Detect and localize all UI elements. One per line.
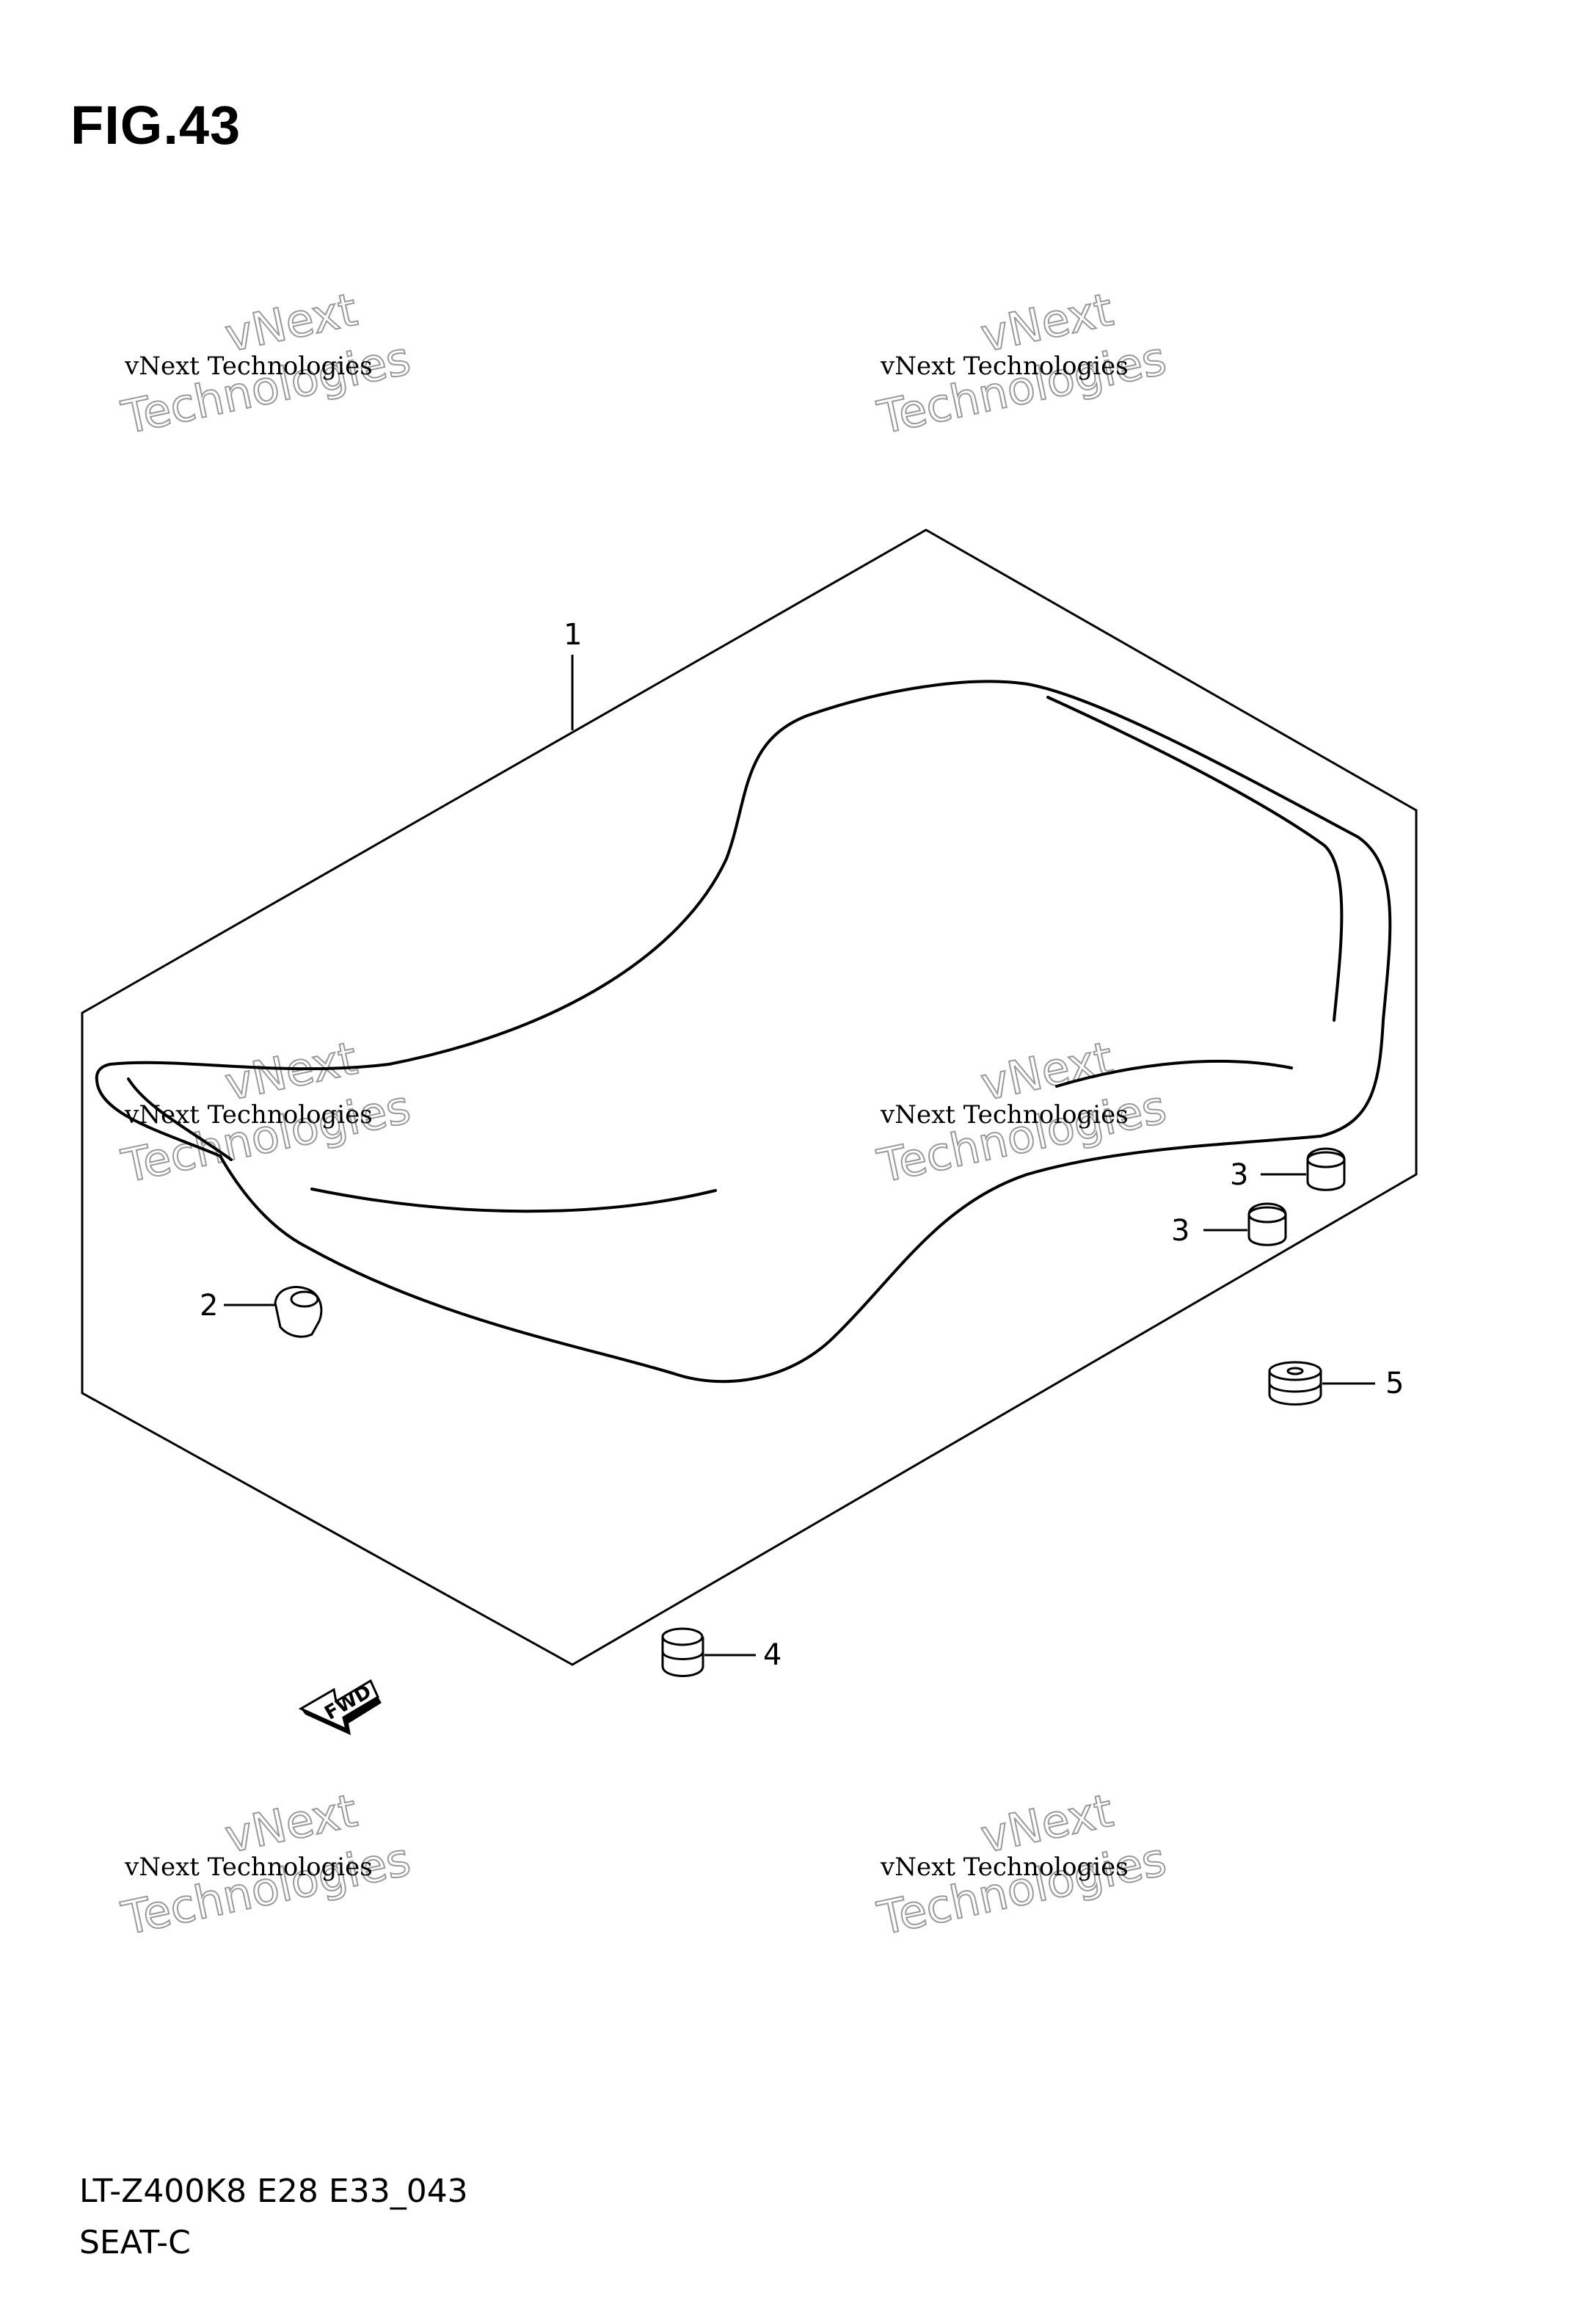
watermark-small-text: vNext Technologies: [880, 1853, 1129, 1882]
callout-4: 4: [763, 1638, 781, 1672]
watermark-middle-left: vNext Technologies vNext Technologies: [117, 1030, 416, 1194]
seat-drawing: [95, 680, 1392, 1384]
seat-side-seam: [310, 1188, 717, 1213]
part-4-cushion: [661, 1627, 704, 1677]
part-3-upper-cushion: [1306, 1147, 1346, 1191]
callout-3-upper: 3: [1230, 1158, 1248, 1192]
watermark-small-text: vNext Technologies: [880, 352, 1129, 381]
watermark-middle-right: vNext Technologies vNext Technologies: [872, 1030, 1172, 1194]
callout-5: 5: [1385, 1367, 1404, 1400]
seat-front-lip: [127, 1077, 233, 1161]
watermark-small-text: vNext Technologies: [124, 352, 373, 381]
model-code: LT-Z400K8 E28 E33_043: [79, 2173, 468, 2210]
figure-title: FIG.43: [70, 95, 241, 156]
callout-1: 1: [564, 618, 582, 652]
seat-outline: [95, 680, 1392, 1384]
part-2-grommet: [274, 1286, 323, 1338]
assembly-outline: [81, 528, 1418, 1666]
seat-rear-seam: [1046, 696, 1344, 1022]
section-name: SEAT-C: [79, 2224, 191, 2261]
watermark-small-text: vNext Technologies: [124, 1100, 373, 1130]
watermark-small-text: vNext Technologies: [124, 1853, 373, 1882]
watermark-top-left: vNext Technologies vNext Technologies: [117, 282, 416, 446]
watermark-bottom-right: vNext Technologies vNext Technologies: [872, 1783, 1172, 1946]
watermark-top-right: vNext Technologies vNext Technologies: [872, 282, 1172, 446]
part-3-lower-cushion: [1247, 1202, 1287, 1246]
fwd-arrow-icon: FWD: [298, 1679, 382, 1735]
seat-rear-side-seam: [1055, 1059, 1293, 1088]
watermark-bottom-left: vNext Technologies vNext Technologies: [117, 1783, 416, 1946]
callout-3-lower: 3: [1171, 1214, 1189, 1248]
callout-2: 2: [200, 1289, 218, 1323]
part-5-cushion: [1268, 1361, 1322, 1406]
watermark-small-text: vNext Technologies: [880, 1100, 1129, 1130]
